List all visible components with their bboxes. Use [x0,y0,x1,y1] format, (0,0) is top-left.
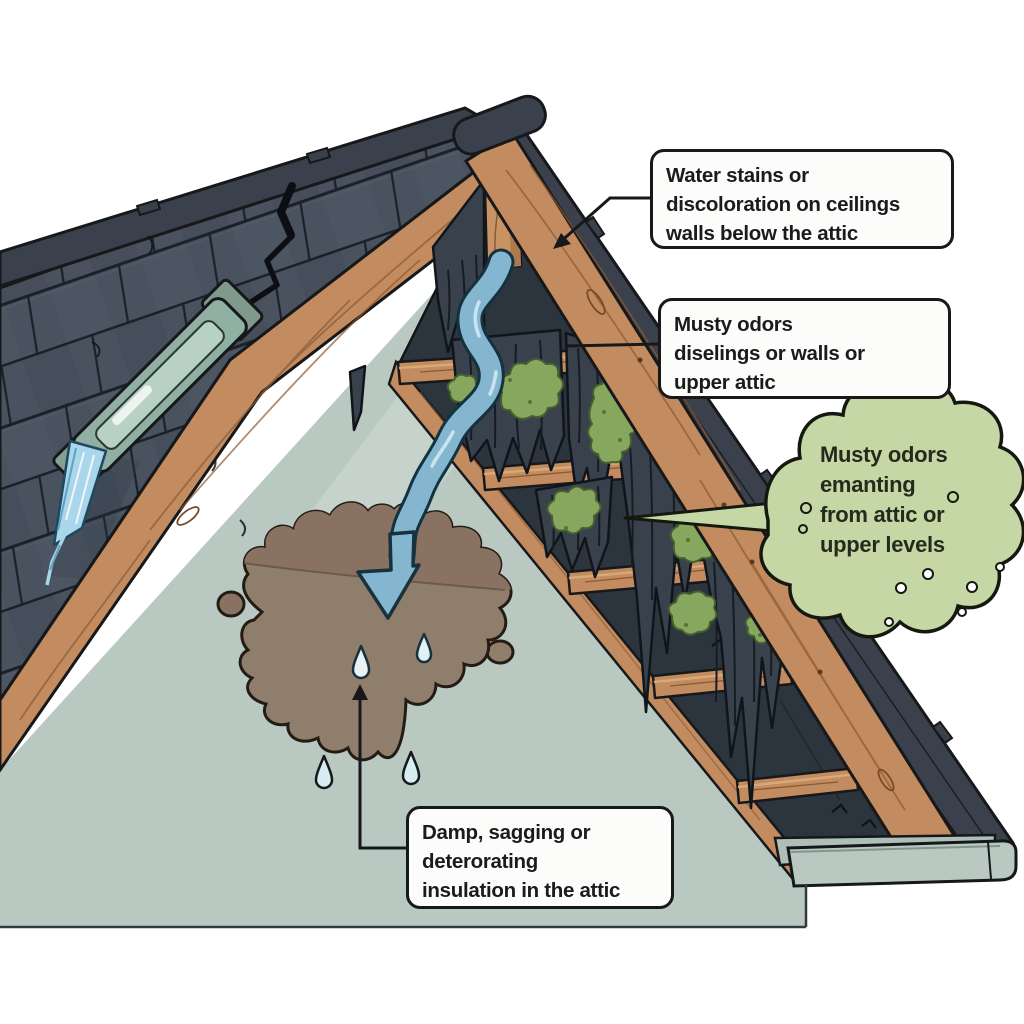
purlin [735,766,860,805]
stain-spot [485,639,515,665]
callout-musty-cloud-text: Musty odors emanting from attic or upper… [820,440,990,560]
water-drops [314,632,433,790]
water-drop-icon [401,750,421,786]
callout-text-line: upper attic [674,371,776,394]
odor-cloud [623,378,1024,639]
stain-spot [216,590,246,618]
callout-text-line: upper levels [820,532,945,557]
callout-text-line: from attic or [820,502,945,527]
damaged-flashing [45,278,264,586]
leak-direction-arrow-icon [356,530,421,620]
water-drop-icon [415,632,433,664]
mold-patch [667,590,718,636]
wood-knot [176,506,200,526]
callout-text-line: diselings or walls or [674,342,865,365]
callout-line [557,196,650,246]
odor-dots [798,491,1005,627]
callout-line [565,342,659,348]
callout-text-line: deterorating [422,850,538,873]
wet-streak [45,455,140,580]
insulation-drip [348,364,367,432]
wood-knot [877,768,895,792]
callout-text-line: insulation in the attic [422,879,621,902]
water-drop-icon [314,754,334,790]
wood-knot [586,289,606,315]
eave-gutter [773,833,1018,888]
callout-arrowhead [352,684,368,700]
nail-heads [637,357,823,675]
callout-text-line: Damp, sagging or [422,821,591,844]
water-drop-icon [351,644,371,680]
wall-edge-lines [0,884,808,929]
water-leak-stream [356,248,515,620]
callout-text-line: discoloration on ceilings [666,193,900,216]
callout-text-line: Musty odors [674,313,793,336]
mold-patch [499,358,564,420]
callout-text-line: walls below the attic [666,222,858,245]
gutter [786,839,1018,888]
mold-spores [508,378,762,637]
callout-water-stains: Water stains or discoloration on ceiling… [650,149,954,249]
callout-line [358,692,407,850]
callout-text-line: Water stains or [666,164,809,187]
ridge-cap [452,94,547,156]
mold-patch [546,485,602,535]
callout-connectors [352,196,659,850]
callout-arrowhead [553,233,571,249]
ceiling-crease-line [242,562,506,591]
callout-musty-walls: Musty odors diselings or walls or upper … [658,298,951,399]
callout-insulation: Damp, sagging or deterorating insulation… [406,806,674,909]
flashing-leak-water [45,439,108,586]
callout-text-line: Musty odors [820,442,948,467]
callout-text-line: emanting [820,472,916,497]
